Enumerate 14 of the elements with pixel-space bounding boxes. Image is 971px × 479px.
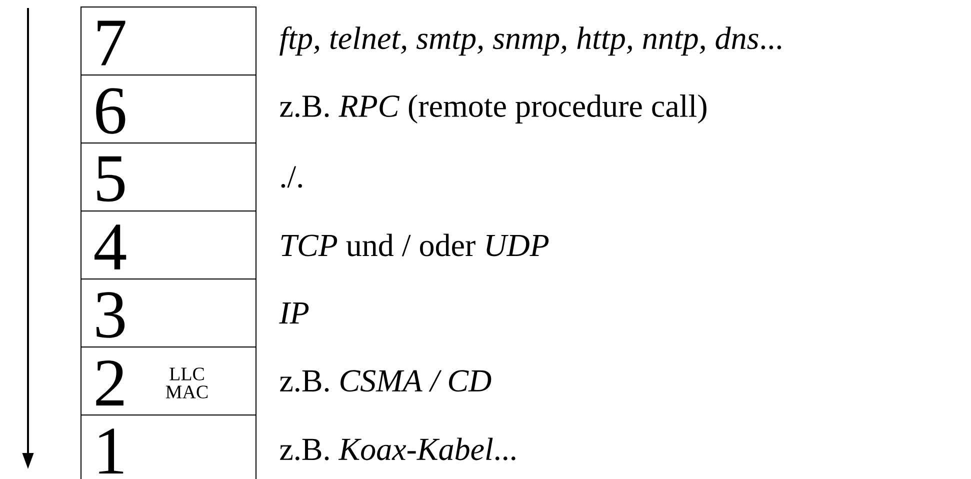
layer-description: ./. <box>281 166 302 188</box>
layer-description: z.B. Koax-Kabel... <box>280 438 516 460</box>
layer-description: z.B. RPC (remote procedure call) <box>280 94 706 124</box>
layer-box: 2 LLC MAC <box>80 346 256 416</box>
layer-description: TCP und / oder UDP <box>281 234 549 256</box>
layer-box: 7 <box>80 6 256 76</box>
layer-box: 5 <box>80 142 256 212</box>
layer-description: ftp, telnet, smtp, snmp, http, nntp, dns... <box>280 26 782 56</box>
layer-box: 3 <box>80 278 256 348</box>
layer-box: 4 <box>80 210 256 280</box>
layer-description: z.B. CSMA / CD <box>280 370 492 392</box>
layer-description: IP <box>279 302 309 324</box>
layer-box: 1 <box>80 414 256 479</box>
layer-box: 6 <box>80 74 256 144</box>
